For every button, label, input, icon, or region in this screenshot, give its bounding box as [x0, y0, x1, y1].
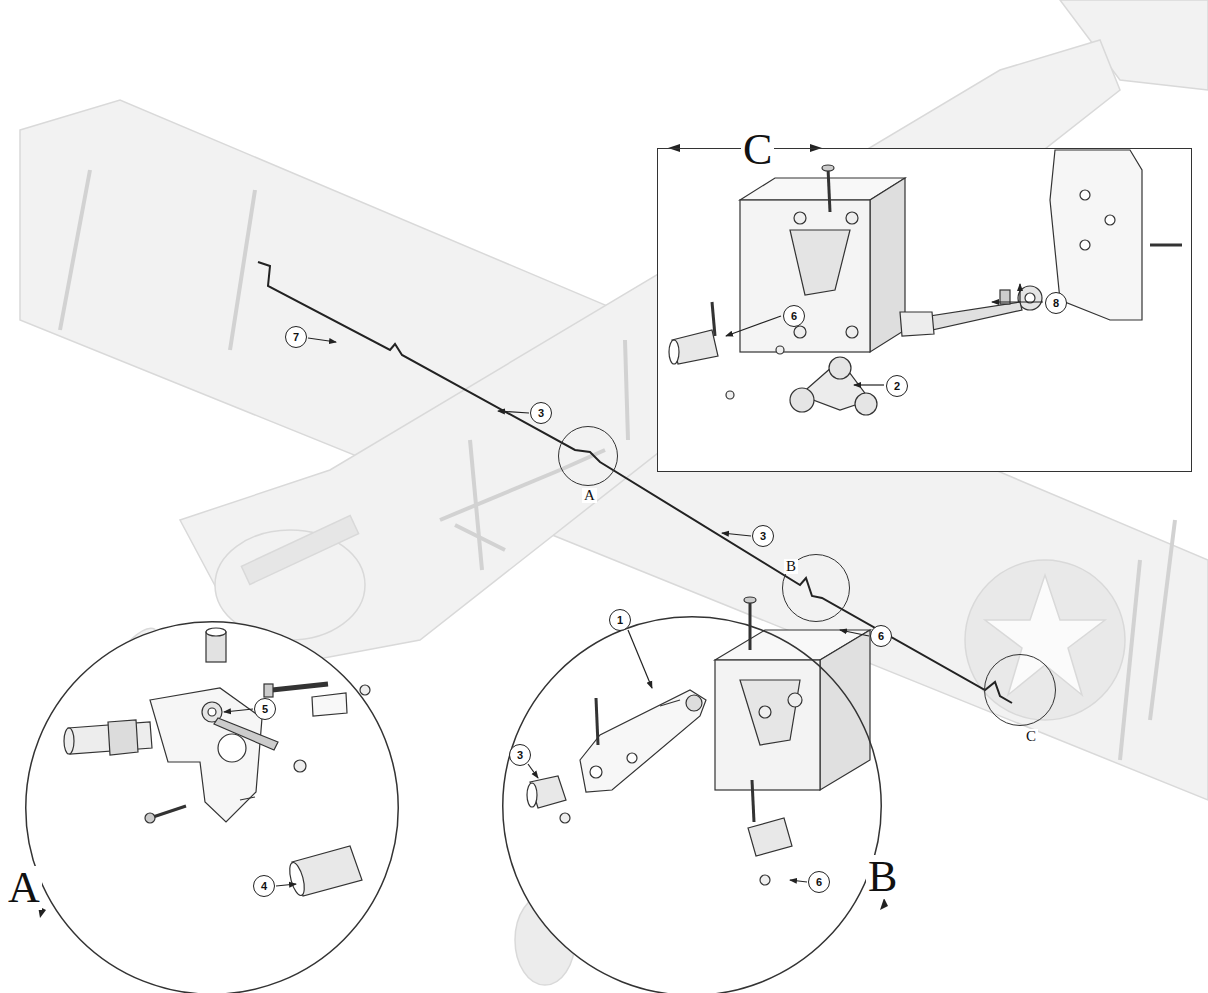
view-letter: A	[6, 866, 42, 910]
callout-text: 7	[293, 332, 299, 343]
callout-number: 3	[530, 402, 552, 424]
detail-view-circle: B136	[502, 616, 882, 993]
callout-number: 4	[253, 875, 275, 897]
callout-number: 5	[254, 698, 276, 720]
detail-view-circle: A	[558, 426, 618, 486]
detail-circle-outline	[984, 654, 1056, 726]
callout-number: 6	[870, 625, 892, 647]
detail-circle-outline	[502, 616, 882, 993]
callout-number: 7	[285, 326, 307, 348]
callout-text: 4	[261, 881, 267, 892]
callout-number: 6	[783, 305, 805, 327]
outline	[783, 555, 850, 622]
detail-view-box: C862	[657, 148, 1192, 472]
detail-view-circle: A54	[25, 621, 399, 993]
view-letter: B	[866, 855, 899, 899]
view-letter: C	[1024, 729, 1038, 744]
detail-view-circle: B	[782, 554, 850, 622]
view-letter: B	[784, 559, 798, 574]
callout-text: 3	[538, 408, 544, 419]
callout-text: 3	[760, 531, 766, 542]
callout-text: 2	[894, 381, 900, 392]
outline	[503, 617, 882, 993]
outline	[985, 655, 1056, 726]
callout-text: 8	[1053, 298, 1059, 309]
callout-number: 6	[808, 871, 830, 893]
callout-text: 6	[878, 631, 884, 642]
callout-number: 3	[509, 744, 531, 766]
callout-number: 2	[886, 375, 908, 397]
detail-view-circle: C	[984, 654, 1056, 726]
callout-text: 5	[262, 704, 268, 715]
callout-text: 1	[617, 615, 623, 626]
view-letter: A	[582, 488, 597, 503]
outline	[559, 427, 618, 486]
callout-number: 1	[609, 609, 631, 631]
callout-text: 6	[791, 311, 797, 322]
callout-text: 3	[517, 750, 523, 761]
view-letter: C	[741, 128, 774, 172]
callout-number: 8	[1045, 292, 1067, 314]
outline	[26, 622, 399, 993]
detail-circle-outline	[25, 621, 399, 993]
detail-circle-outline	[558, 426, 618, 486]
callout-number: 3	[752, 525, 774, 547]
callout-text: 6	[816, 877, 822, 888]
